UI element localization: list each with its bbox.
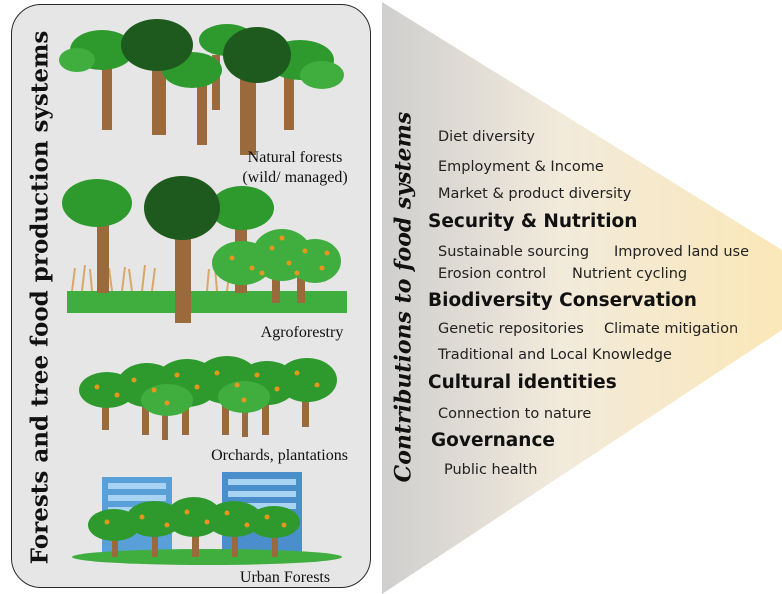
agroforestry-label: Agroforestry [260, 324, 344, 341]
heading-biodiversity-conservation: Biodiversity Conservation [428, 290, 697, 311]
natural-forest-illustration [59, 19, 344, 155]
line-diet-diversity: Diet diversity [438, 129, 535, 145]
line-connection-to-nature: Connection to nature [438, 406, 592, 422]
contributions-title-text: Contributions to food systems [390, 111, 417, 483]
line-traditional-local-knowledge: Traditional and Local Knowledge [438, 347, 672, 363]
line-public-health: Public health [444, 462, 538, 478]
urban-forests-label: Urban Forests [239, 569, 331, 586]
funnel-shape [382, 2, 782, 594]
orchard-illustration [79, 356, 337, 440]
line-employment-income: Employment & Income [438, 159, 604, 175]
systems-panel: Forests and tree food production systems… [11, 4, 371, 588]
natural-forests-label: Natural forests (wild/ managed) [242, 149, 348, 186]
line-market-product-diversity: Market & product diversity [438, 186, 632, 202]
contributions-panel: Contributions to food systems Diet diver… [378, 0, 782, 594]
heading-cultural-identities: Cultural identities [428, 372, 617, 393]
line-nutrient-cycling: Nutrient cycling [572, 266, 688, 282]
heading-governance: Governance [431, 430, 555, 451]
line-improved-land-use: Improved land use [614, 244, 750, 260]
urban-forest-illustration [72, 472, 342, 565]
orchards-label: Orchards, plantations [211, 447, 348, 464]
heading-security-nutrition: Security & Nutrition [428, 211, 638, 232]
systems-title-text: Forests and tree food production systems [26, 30, 54, 564]
line-genetic-repositories: Genetic repositories [438, 321, 584, 337]
line-sustainable-sourcing: Sustainable sourcing [438, 244, 590, 260]
line-erosion-control: Erosion control [438, 266, 547, 282]
line-climate-mitigation: Climate mitigation [604, 321, 739, 337]
agroforestry-illustration [62, 176, 347, 323]
contributions-title: Contributions to food systems [378, 0, 428, 594]
